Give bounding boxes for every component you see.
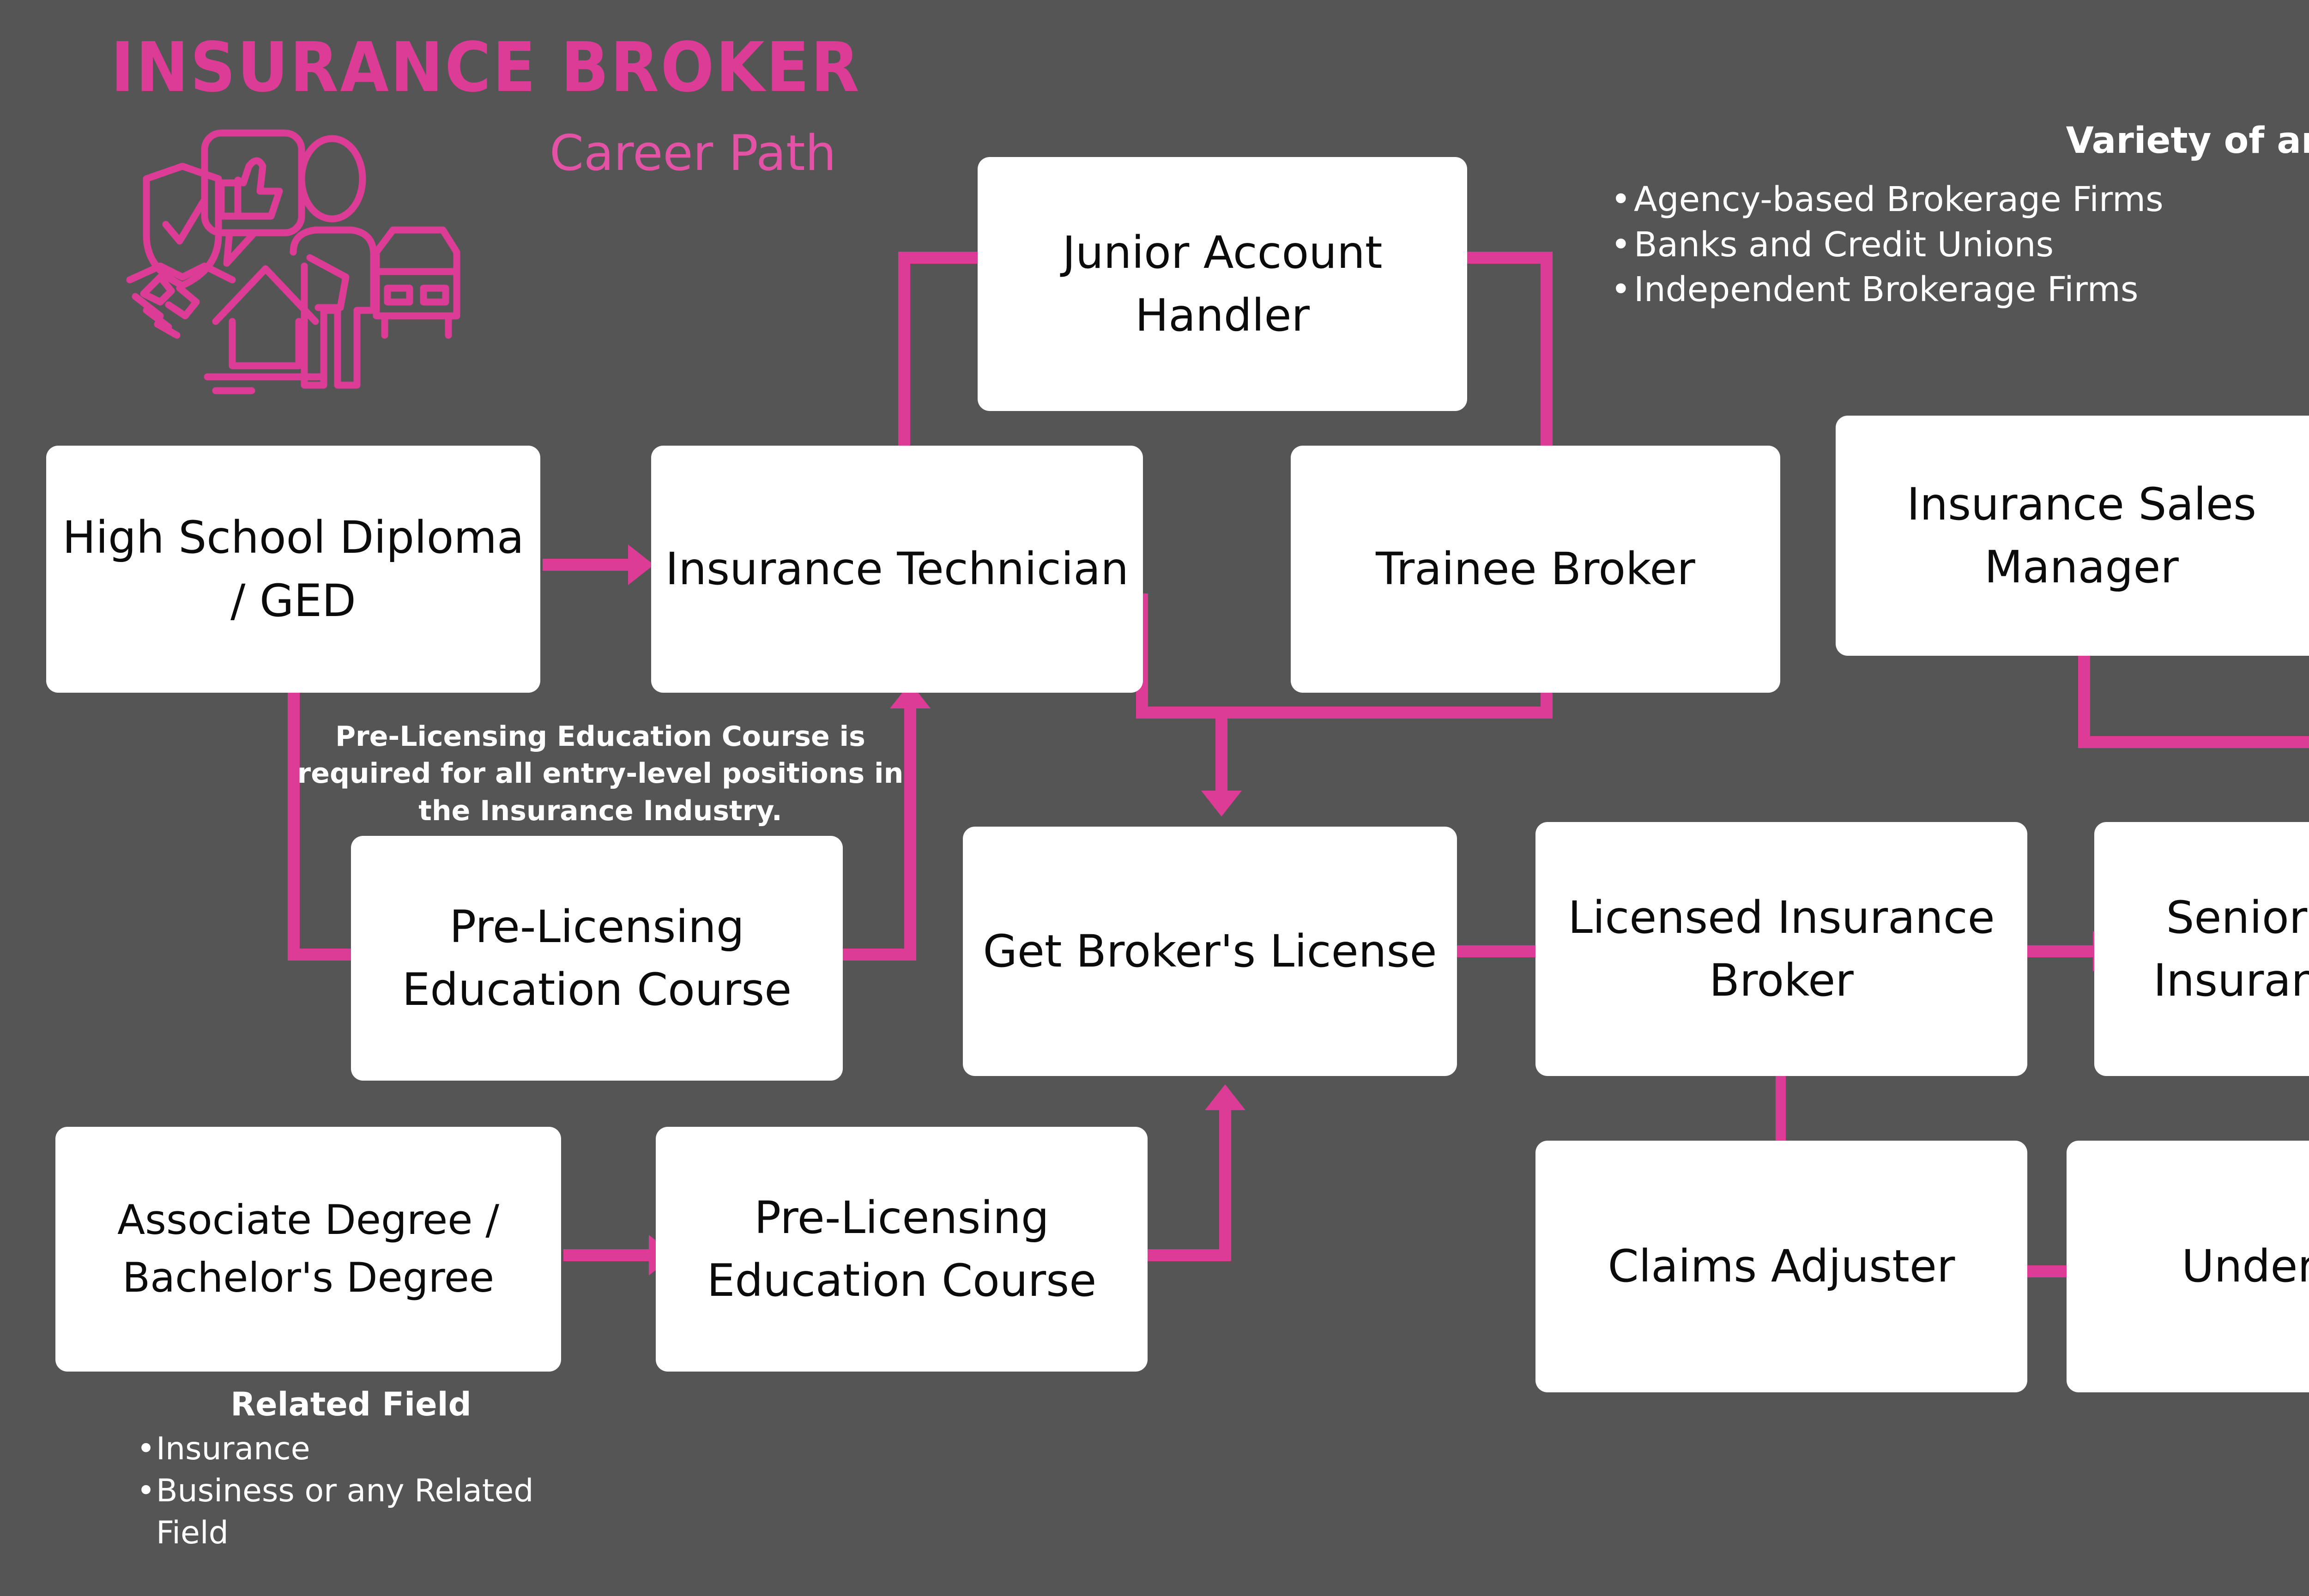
node-high-school-diploma[interactable]: High School Diploma / GED xyxy=(46,446,540,693)
insurance-illustration-icon xyxy=(126,129,460,394)
areas-heading: Variety of areas can work at: xyxy=(2066,120,2309,162)
related-field-list: Insurance Business or any Related Field xyxy=(106,1428,596,1554)
node-label: Pre-Licensing Education Course xyxy=(707,1191,1097,1306)
connector-prelic2-right xyxy=(1148,1249,1231,1261)
list-item: Insurance xyxy=(134,1428,596,1470)
areas-list-left: Agency-based Brokerage Firms Banks and C… xyxy=(1607,177,2309,313)
areas-panel: Variety of areas can work at: Agency-bas… xyxy=(1607,120,2309,313)
prelicensing-note: Pre-Licensing Education Course is requir… xyxy=(297,720,904,827)
node-prelicensing-education-course-1[interactable]: Pre-Licensing Education Course xyxy=(351,836,843,1081)
connector-jah-to-trainee-h xyxy=(1464,252,1553,264)
node-associate-bachelor-degree[interactable]: Associate Degree / Bachelor's Degree xyxy=(55,1127,561,1372)
connector-prelic2-up xyxy=(1219,1108,1231,1261)
node-label: High School Diploma / GED xyxy=(62,512,524,627)
arrow-highschool-to-technician xyxy=(628,544,654,585)
list-item: Independent Brokerage Firms xyxy=(1607,267,2309,313)
connector-broker-to-senior xyxy=(2027,945,2097,957)
node-get-brokers-license[interactable]: Get Broker's License xyxy=(963,827,1457,1076)
connector-highschool-down xyxy=(288,693,300,961)
node-label: Insurance Technician xyxy=(665,543,1129,595)
connector-bar-to-license xyxy=(1215,707,1227,795)
node-underwriter[interactable]: Underwriter xyxy=(2067,1141,2309,1392)
page-title: INSURANCE BROKER xyxy=(111,28,861,107)
connector-broker-to-claims xyxy=(1776,1076,1786,1145)
connector-license-to-broker xyxy=(1455,945,1538,957)
node-insurance-technician[interactable]: Insurance Technician xyxy=(651,446,1143,693)
list-item: Banks and Credit Unions xyxy=(1607,223,2309,268)
related-field-block: Related Field Insurance Business or any … xyxy=(106,1385,596,1554)
arrow-prelic2-to-license xyxy=(1205,1084,1245,1110)
node-label: Insurance Sales Manager xyxy=(1906,478,2257,593)
node-label: Claims Adjuster xyxy=(1608,1240,1955,1293)
connector-technician-trainee-bar xyxy=(1136,707,1553,719)
list-item: Agency-based Brokerage Firms xyxy=(1607,177,2309,223)
connector-highschool-right xyxy=(288,949,362,961)
node-prelicensing-education-course-2[interactable]: Pre-Licensing Education Course xyxy=(656,1127,1148,1372)
node-licensed-insurance-broker[interactable]: Licensed Insurance Broker xyxy=(1535,822,2027,1076)
node-label: Junior Account Handler xyxy=(1062,226,1383,341)
connector-jah-to-trainee-v xyxy=(1541,252,1553,446)
node-trainee-broker[interactable]: Trainee Broker xyxy=(1291,446,1780,693)
connector-jah-to-technician-h xyxy=(898,252,986,264)
node-label: Get Broker's License xyxy=(983,925,1437,977)
page-subtitle: Career Path xyxy=(550,125,836,181)
arrow-to-get-license xyxy=(1201,791,1242,816)
connector-degree-to-prelic2 xyxy=(563,1249,651,1261)
node-label: Senior Licensed Insurance Broker xyxy=(2153,891,2309,1006)
node-insurance-sales-manager[interactable]: Insurance Sales Manager xyxy=(1836,416,2309,656)
connector-sales-manager-down xyxy=(2078,656,2090,748)
node-label: Pre-Licensing Education Course xyxy=(402,901,792,1016)
related-field-heading: Related Field xyxy=(230,1385,471,1423)
node-label: Underwriter xyxy=(2182,1240,2309,1293)
connector-prelic-right xyxy=(840,949,916,961)
node-label: Licensed Insurance Broker xyxy=(1568,891,1995,1006)
list-item: Business or any Related Field xyxy=(134,1470,596,1554)
node-label: Trainee Broker xyxy=(1376,543,1695,595)
connector-highschool-to-technician xyxy=(543,559,630,571)
node-label: Associate Degree / Bachelor's Degree xyxy=(117,1196,500,1301)
connector-managers-bar xyxy=(2078,736,2309,748)
connector-jah-to-technician-v xyxy=(898,252,910,446)
connector-prelic-up-to-technician xyxy=(904,707,916,961)
node-senior-licensed-insurance-broker[interactable]: Senior Licensed Insurance Broker xyxy=(2094,822,2309,1076)
node-junior-account-handler[interactable]: Junior Account Handler xyxy=(978,157,1467,411)
node-claims-adjuster[interactable]: Claims Adjuster xyxy=(1535,1141,2027,1392)
